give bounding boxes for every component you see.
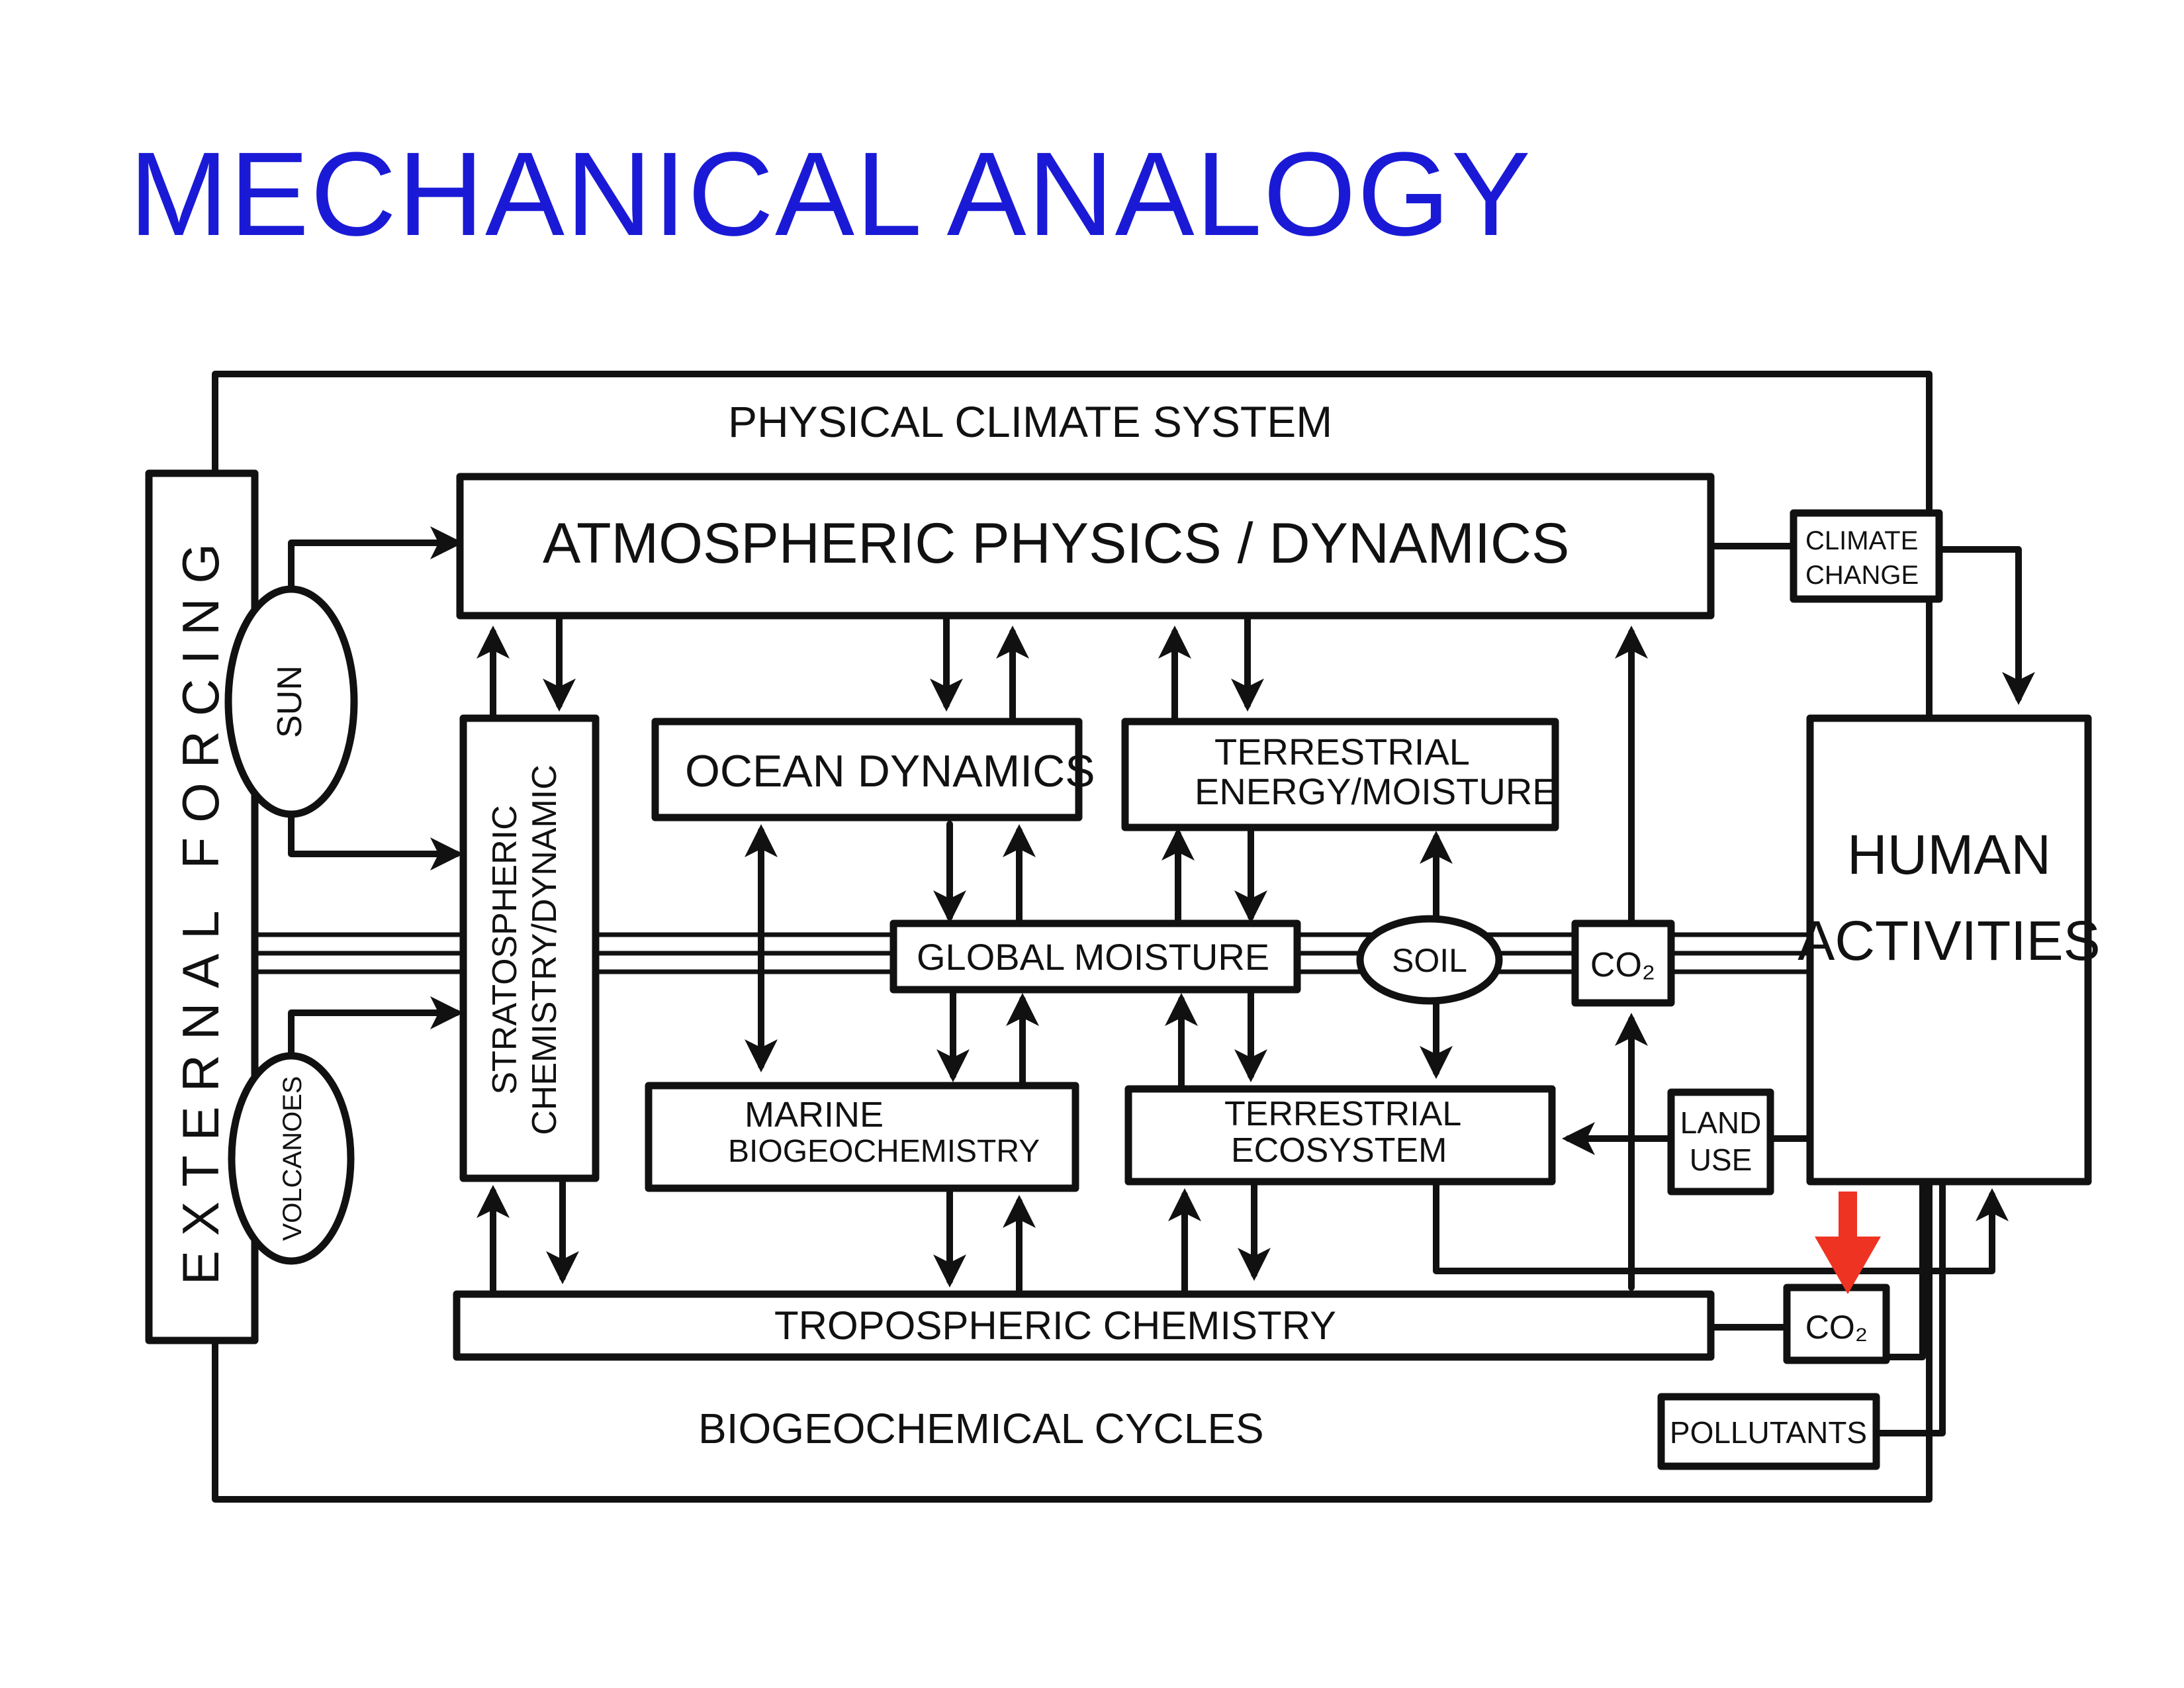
land-use-label-line2: USE <box>1690 1143 1752 1177</box>
climate-change-label-line2: CHANGE <box>1805 561 1919 590</box>
co2-mid-label: CO₂ <box>1590 946 1655 984</box>
physical-climate-system-label: PHYSICAL CLIMATE SYSTEM <box>728 397 1332 446</box>
terrestrial-ecosystem-box <box>1124 1085 1556 1186</box>
global-moisture-box <box>889 919 1301 994</box>
stratospheric-label-line2: CHEMISTRY/DYNAMIC <box>525 765 564 1135</box>
soil-label: SOIL <box>1392 942 1467 979</box>
co2-bottom-box <box>1783 1284 1890 1364</box>
ocean-dynamics-box <box>651 718 1083 821</box>
terrestrial-energy-label-line1: TERRESTRIAL <box>1214 731 1470 773</box>
co2-bottom-label: CO₂ <box>1805 1309 1868 1346</box>
co2-mid-box <box>1571 919 1675 1007</box>
page-title: MECHANICAL ANALOGY <box>129 128 1532 261</box>
atmospheric-physics-label: ATMOSPHERIC PHYSICS / DYNAMICS <box>543 512 1569 575</box>
human-activities-label-line2: ACTIVITIES <box>1797 910 2100 972</box>
terrestrial-ecosystem-label-line2: ECOSYSTEM <box>1231 1131 1447 1170</box>
terrestrial-energy-box <box>1121 718 1559 831</box>
tropospheric-chemistry-label: TROPOSPHERIC CHEMISTRY <box>774 1303 1336 1348</box>
land-use-box <box>1667 1088 1774 1196</box>
human-activities-box <box>1806 714 2092 1186</box>
volcanoes-to-stratosphere-arrow <box>288 996 463 1059</box>
stratospheric-chemistry-box <box>459 714 600 1182</box>
ecosystem-to-human-feedback-arrow <box>1433 1182 2009 1274</box>
external-forcing-label: EXTERNAL FORCING <box>171 529 230 1285</box>
terrestrial-energy-label-line2: ENERGY/MOISTURE <box>1195 771 1557 812</box>
volcanoes-label: VOLCANOES <box>278 1076 307 1241</box>
pollutants-label: POLLUTANTS <box>1670 1415 1867 1450</box>
terrestrial-ecosystem-label-line1: TERRESTRIAL <box>1224 1095 1461 1133</box>
sun-label: SUN <box>271 665 309 738</box>
sun-to-atmosphere-arrow <box>288 526 463 592</box>
pollutants-box <box>1657 1393 1880 1470</box>
human-to-pollutants-line <box>1873 1178 1946 1436</box>
sun-to-stratosphere-arrow <box>288 811 463 870</box>
stratospheric-label-line1: STRATOSPHERIC <box>486 805 524 1094</box>
climate-change-box <box>1790 509 1943 603</box>
biogeochemical-cycles-label: BIOGEOCHEMICAL CYCLES <box>698 1405 1264 1452</box>
soil-ellipse <box>1356 915 1503 1005</box>
marine-label-line1: MARINE <box>745 1095 884 1135</box>
ocean-dynamics-label: OCEAN DYNAMICS <box>685 746 1095 796</box>
climate-change-to-human-arrow <box>1936 546 2035 705</box>
marine-label-line2: BIOGEOCHEMISTRY <box>728 1134 1040 1169</box>
global-moisture-label: GLOBAL MOISTURE <box>917 936 1269 978</box>
land-use-label-line1: LAND <box>1680 1105 1762 1140</box>
highlight-arrow <box>1815 1192 1881 1294</box>
external-forcing-box <box>145 469 259 1344</box>
human-to-co2-line <box>1883 1178 1926 1360</box>
climate-change-label-line1: CLIMATE <box>1805 526 1918 555</box>
human-activities-label-line1: HUMAN <box>1847 823 2051 886</box>
marine-biogeochemistry-box <box>645 1082 1079 1192</box>
